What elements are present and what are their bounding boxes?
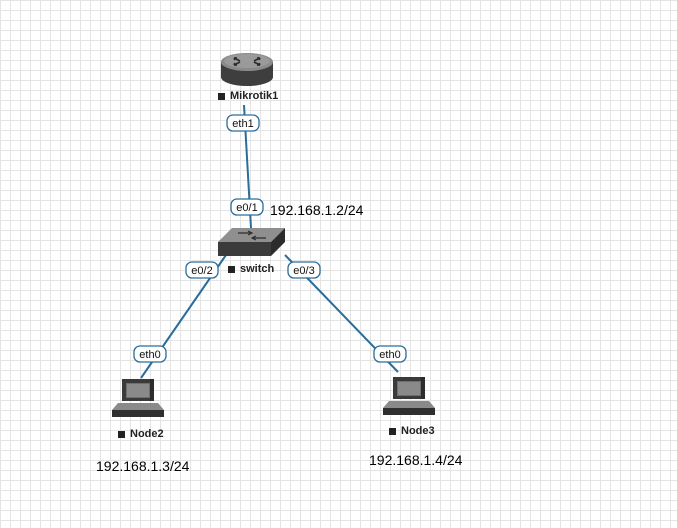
port-label-switch-e02: e0/2 [185, 261, 219, 279]
ip-label-node3: 192.168.1.4/24 [369, 452, 463, 468]
port-label-switch-e01: e0/1 [230, 198, 264, 216]
port-label-node3-eth0: eth0 [373, 345, 407, 363]
computer-icon[interactable] [112, 379, 164, 417]
svg-text:e0/3: e0/3 [293, 265, 314, 277]
node-label-text: Node3 [401, 425, 435, 437]
status-square-icon [218, 92, 225, 100]
node-label-mikrotik1[interactable]: Mikrotik1 [218, 90, 278, 102]
status-square-icon [389, 427, 396, 435]
node-label-node3[interactable]: Node3 [389, 425, 435, 437]
router-icon[interactable] [221, 53, 273, 86]
computer-icon[interactable] [383, 377, 435, 415]
node-label-text: Node2 [130, 428, 164, 440]
status-square-icon [228, 265, 235, 273]
svg-text:eth0: eth0 [139, 349, 160, 361]
node-label-node2[interactable]: Node2 [118, 428, 164, 440]
port-label-node2-eth0: eth0 [133, 345, 167, 363]
port-label-switch-e03: e0/3 [287, 261, 321, 279]
ip-label-switch: 192.168.1.2/24 [270, 202, 364, 218]
node-label-switch[interactable]: switch [228, 263, 274, 275]
svg-text:e0/1: e0/1 [236, 202, 257, 214]
port-label-router-eth1: eth1 [226, 114, 260, 132]
switch-icon[interactable] [218, 228, 285, 256]
node-label-text: Mikrotik1 [230, 90, 279, 102]
node-label-text: switch [240, 263, 275, 275]
svg-text:e0/2: e0/2 [191, 265, 212, 277]
status-square-icon [118, 430, 125, 438]
ip-label-node2: 192.168.1.3/24 [96, 458, 190, 474]
svg-text:eth1: eth1 [232, 118, 253, 130]
svg-text:eth0: eth0 [379, 349, 400, 361]
